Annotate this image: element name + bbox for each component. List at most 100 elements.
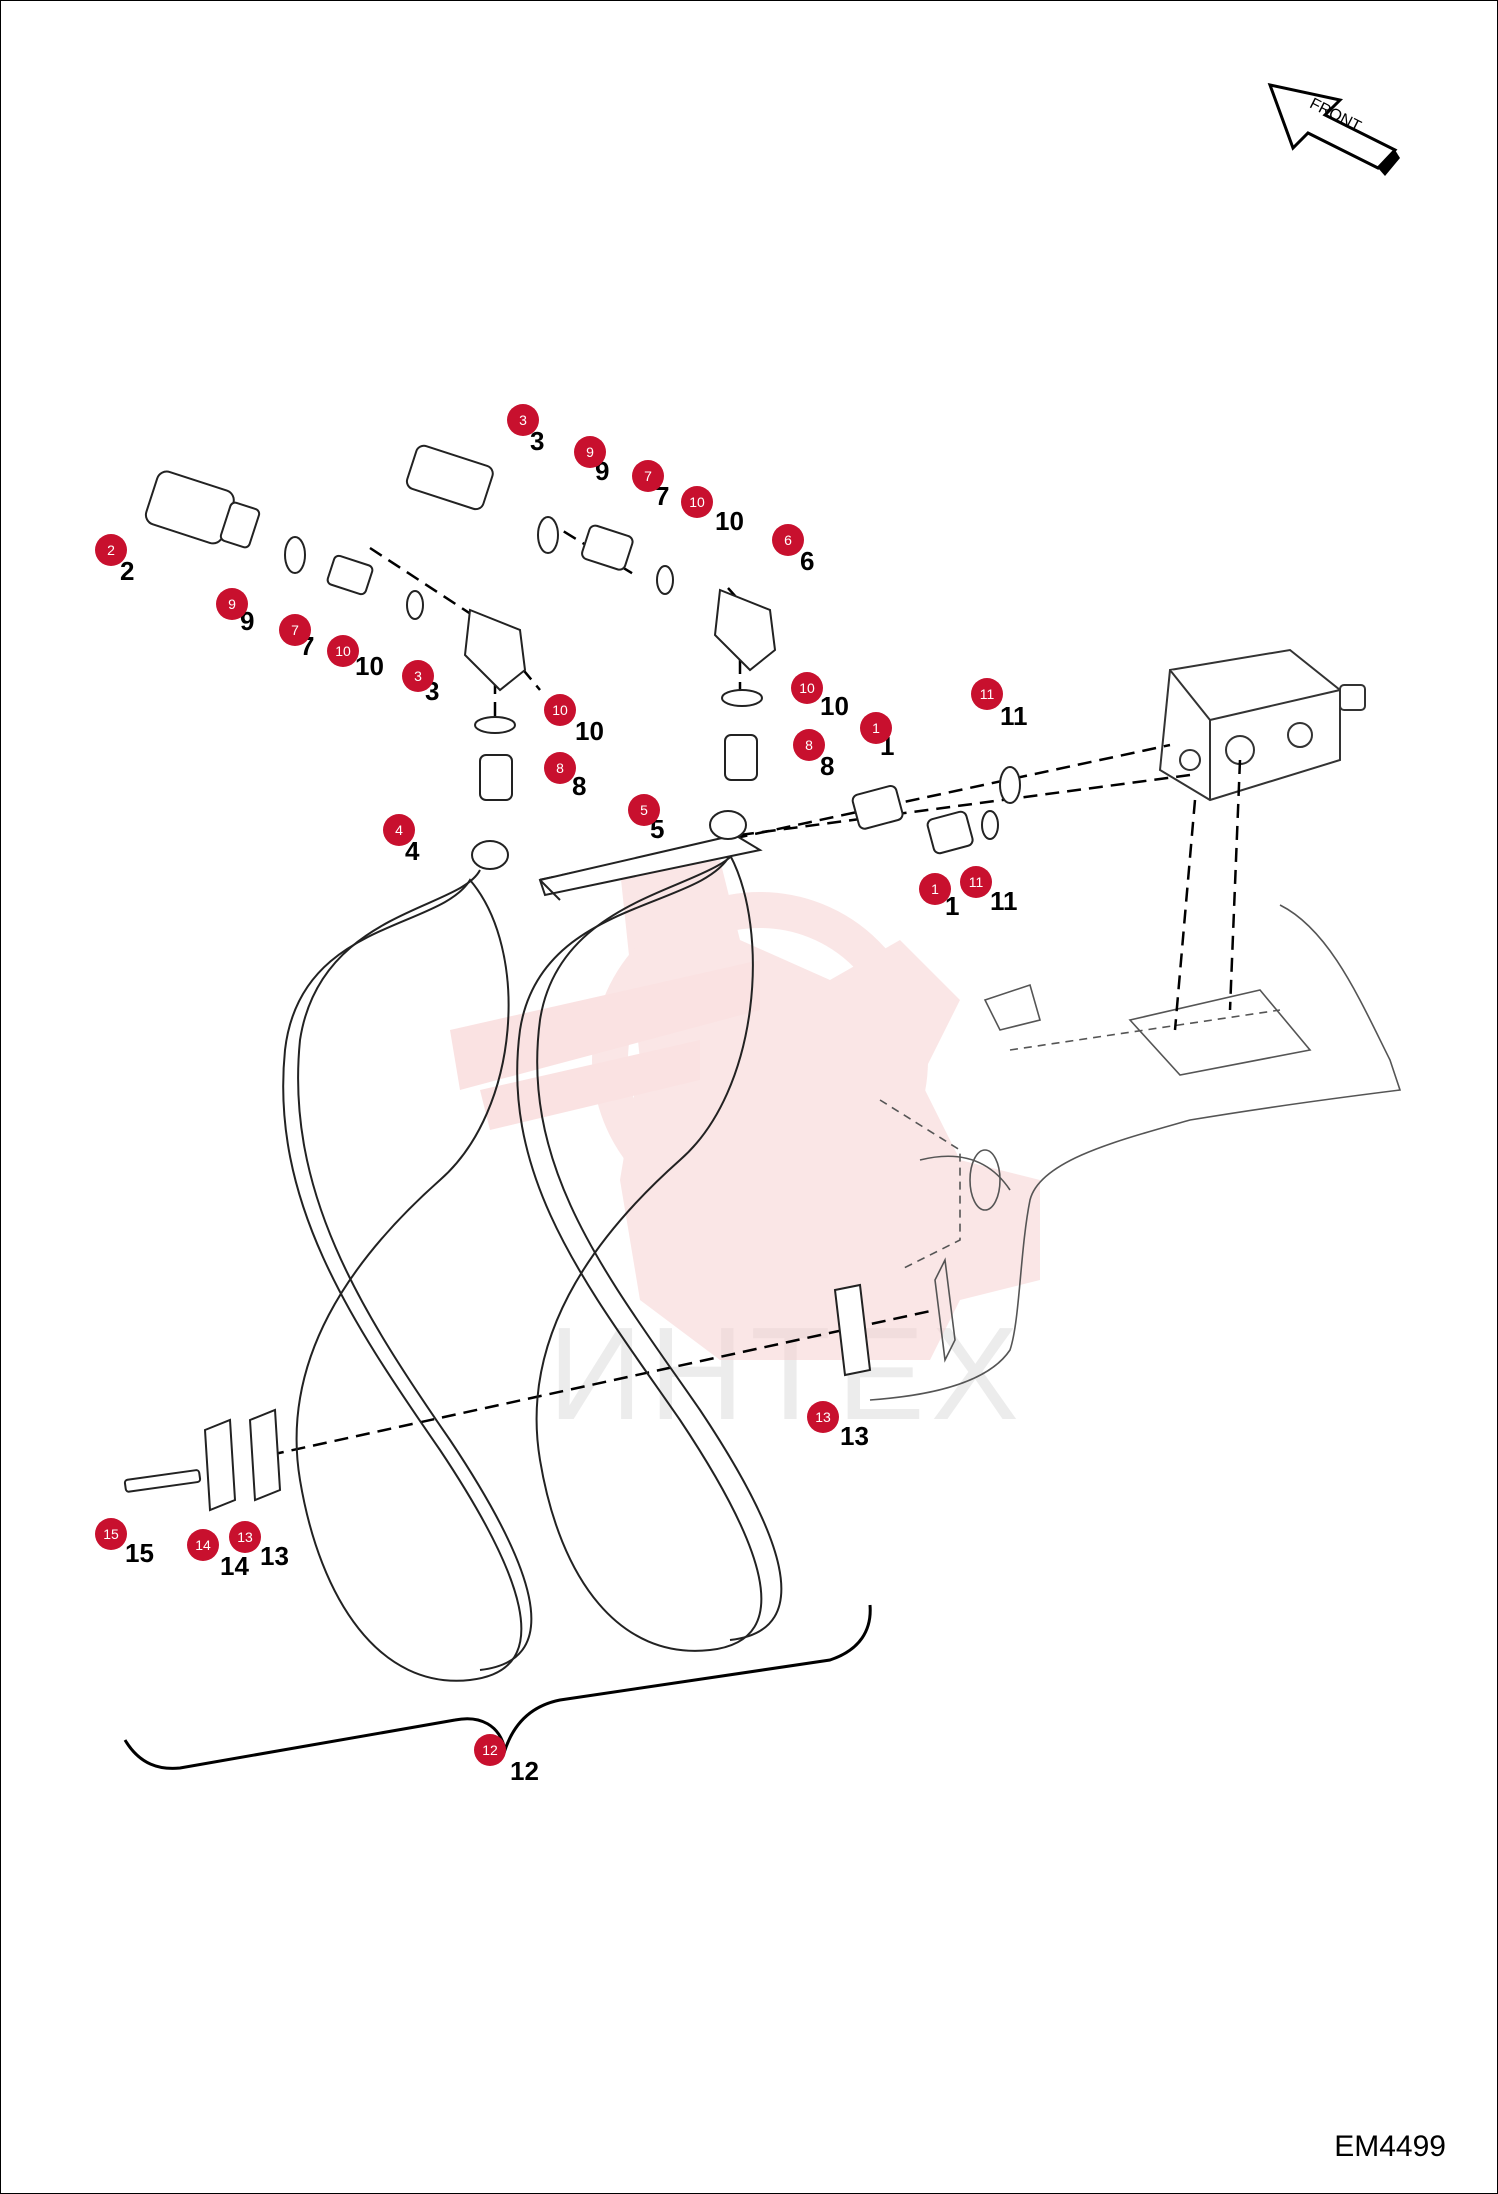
callout-7: 77 bbox=[279, 614, 314, 661]
callout-marker bbox=[187, 1529, 219, 1561]
callout-number: 8 bbox=[805, 737, 813, 753]
callout-marker bbox=[793, 729, 825, 761]
callout-number: 3 bbox=[519, 412, 527, 428]
callout-label: 3 bbox=[530, 426, 544, 456]
callout-marker bbox=[574, 436, 606, 468]
callout-8: 88 bbox=[793, 729, 834, 781]
callout-14: 14 14 bbox=[187, 1529, 249, 1581]
callout-11: 11 11 bbox=[960, 866, 1018, 916]
callout-marker bbox=[507, 404, 539, 436]
callout-number: 4 bbox=[395, 822, 403, 838]
callout-label: 11 bbox=[990, 886, 1018, 916]
callout-label: 14 bbox=[220, 1551, 249, 1581]
callout-label: 12 bbox=[510, 1756, 539, 1786]
callout-number: 7 bbox=[291, 622, 299, 638]
callout-number: 13 bbox=[237, 1529, 253, 1545]
callout-10: 10 10 bbox=[791, 672, 849, 721]
callout-6: 66 bbox=[772, 524, 814, 576]
callout-number: 14 bbox=[195, 1537, 211, 1553]
callout-marker bbox=[807, 1401, 839, 1433]
callout-number: 12 bbox=[482, 1742, 498, 1758]
callout-3: 33 bbox=[402, 660, 439, 706]
watermark-logo bbox=[450, 860, 1040, 1360]
callout-number: 9 bbox=[586, 444, 594, 460]
callout-label: 10 bbox=[575, 716, 604, 746]
callout-number: 10 bbox=[689, 494, 705, 510]
callout-number: 13 bbox=[815, 1409, 831, 1425]
callout-marker bbox=[960, 866, 992, 898]
callout-marker bbox=[628, 794, 660, 826]
callout-marker bbox=[474, 1734, 506, 1766]
callout-marker bbox=[681, 486, 713, 518]
callout-label: 7 bbox=[655, 481, 669, 511]
callout-13: 13 13 bbox=[807, 1401, 869, 1451]
valve-block bbox=[1158, 648, 1366, 802]
callout-number: 15 bbox=[103, 1526, 119, 1542]
callout-marker bbox=[279, 614, 311, 646]
callout-number: 1 bbox=[931, 881, 939, 897]
callout-number: 9 bbox=[228, 596, 236, 612]
callout-1: 11 bbox=[919, 873, 959, 921]
callout-label: 8 bbox=[572, 771, 586, 801]
callout-marker bbox=[632, 460, 664, 492]
callout-marker bbox=[791, 672, 823, 704]
callout-marker bbox=[544, 752, 576, 784]
callout-marker bbox=[544, 694, 576, 726]
callout-label: 1 bbox=[945, 891, 959, 921]
machine-frame bbox=[869, 904, 1402, 1401]
callout-marker bbox=[402, 660, 434, 692]
callout-number: 10 bbox=[799, 680, 815, 696]
callout-label: 2 bbox=[120, 556, 134, 586]
callout-marker bbox=[919, 873, 951, 905]
drawing-code: EM4499 bbox=[1334, 2130, 1446, 2163]
callout-number: 10 bbox=[335, 643, 351, 659]
callout-marker bbox=[327, 635, 359, 667]
callout-label: 4 bbox=[405, 836, 420, 866]
callout-1: 11 bbox=[860, 712, 894, 761]
callout-label: 13 bbox=[840, 1421, 869, 1451]
callout-label: 10 bbox=[355, 651, 384, 681]
callout-number: 6 bbox=[784, 532, 792, 548]
callout-label: 10 bbox=[820, 691, 849, 721]
callout-7: 77 bbox=[632, 460, 669, 511]
callout-11: 11 11 bbox=[971, 678, 1028, 731]
callout-marker bbox=[95, 534, 127, 566]
callout-number: 1 bbox=[872, 720, 880, 736]
callout-4: 44 bbox=[383, 814, 420, 866]
callout-5: 55 bbox=[628, 794, 664, 844]
hoses bbox=[282, 833, 783, 1682]
callout-number: 2 bbox=[107, 542, 115, 558]
callout-number: 10 bbox=[552, 702, 568, 718]
callout-9: 99 bbox=[216, 588, 254, 636]
callout-8: 88 bbox=[544, 752, 586, 801]
callout-label: 6 bbox=[800, 546, 814, 576]
callout-10: 10 10 bbox=[544, 694, 604, 746]
callout-label: 8 bbox=[820, 751, 834, 781]
front-arrow: FRONT bbox=[1267, 82, 1400, 176]
callout-number: 7 bbox=[644, 468, 652, 484]
callout-number: 8 bbox=[556, 760, 564, 776]
callout-3: 33 bbox=[507, 404, 544, 456]
callout-marker bbox=[971, 678, 1003, 710]
callout-number: 5 bbox=[640, 802, 648, 818]
callout-marker bbox=[216, 588, 248, 620]
callout-number: 11 bbox=[980, 686, 995, 702]
callout-label: 10 bbox=[715, 506, 744, 536]
callout-2: 22 bbox=[95, 534, 134, 586]
callout-number: 11 bbox=[969, 874, 984, 890]
fittings bbox=[123, 444, 1021, 1512]
callout-number: 3 bbox=[414, 668, 422, 684]
callout-label: 11 bbox=[1000, 701, 1028, 731]
callout-marker bbox=[860, 712, 892, 744]
callout-marker bbox=[772, 524, 804, 556]
callout-12: 12 12 bbox=[474, 1734, 539, 1786]
callout-label: 15 bbox=[125, 1538, 154, 1568]
callout-marker bbox=[383, 814, 415, 846]
callout-10: 10 10 bbox=[681, 486, 744, 536]
callout-9: 99 bbox=[574, 436, 609, 486]
